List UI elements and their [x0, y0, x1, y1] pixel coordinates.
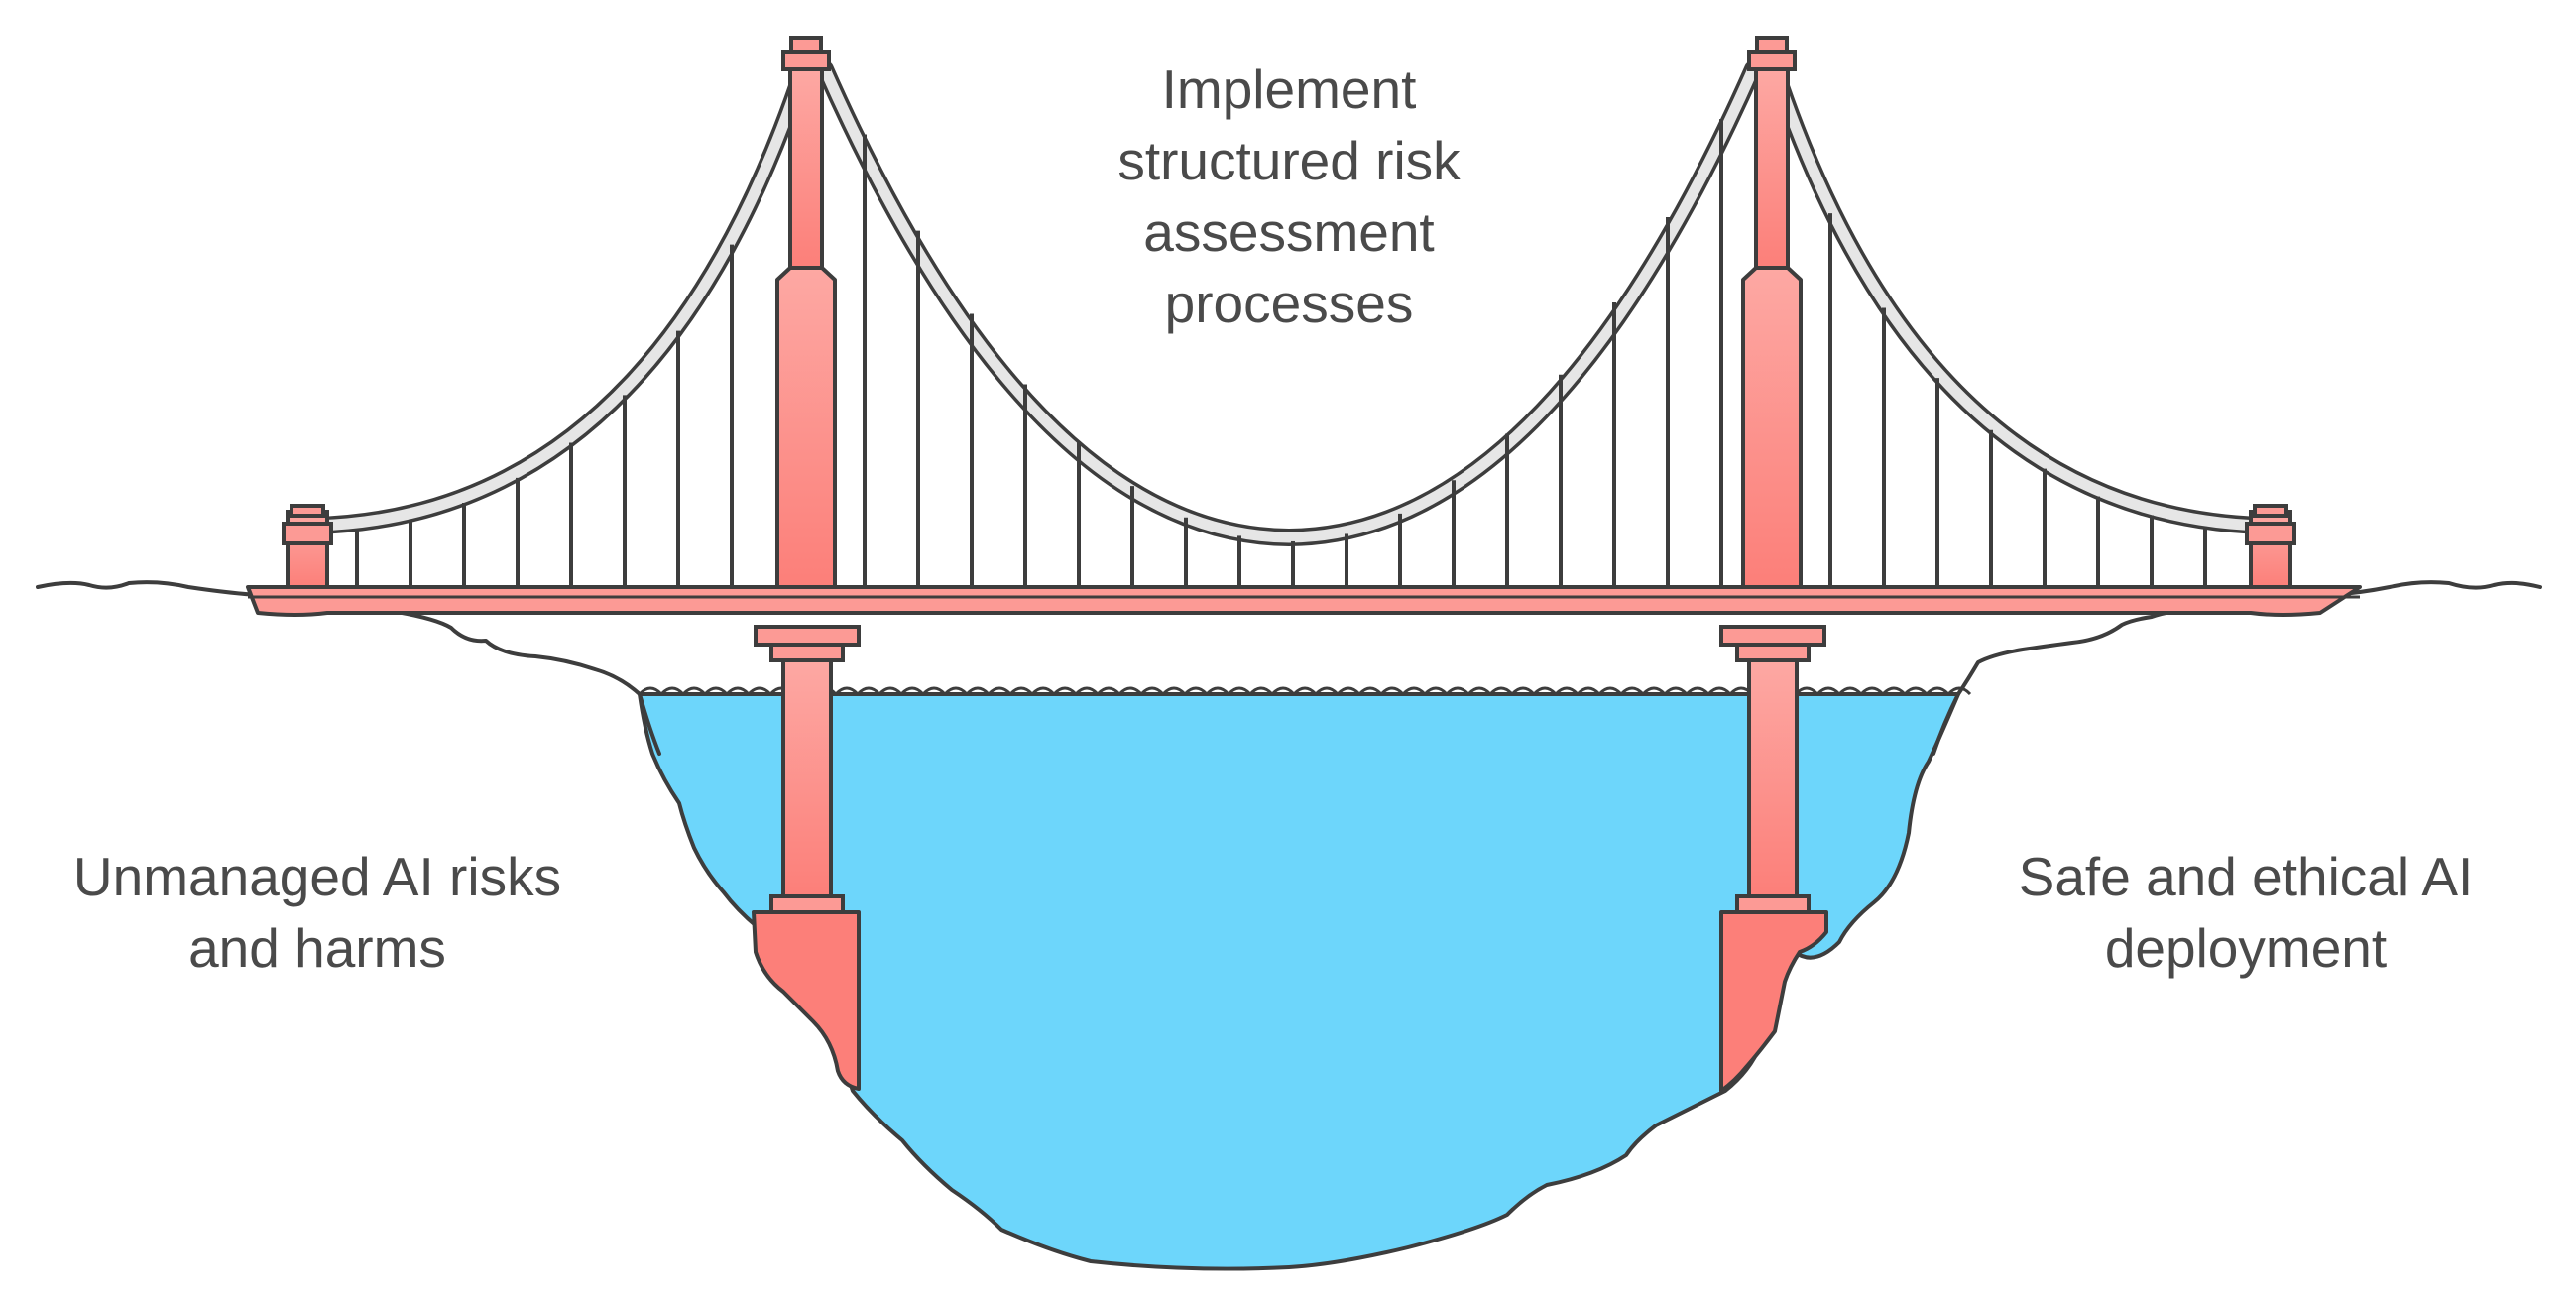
- suspender-cables: [355, 119, 2207, 587]
- bridge-deck: [246, 585, 2362, 617]
- right-side-label: Safe and ethical AI deployment: [2018, 846, 2474, 979]
- left-side-label: Unmanaged AI risks and harms: [72, 846, 562, 979]
- bridge-action-label: Implement structured risk assessment pro…: [1117, 59, 1461, 334]
- left-tower: [752, 36, 861, 1091]
- main-cables: [306, 60, 2272, 547]
- right-tower: [1719, 36, 1828, 1093]
- right-anchor-post: [2245, 504, 2296, 589]
- left-anchor-post: [282, 504, 333, 589]
